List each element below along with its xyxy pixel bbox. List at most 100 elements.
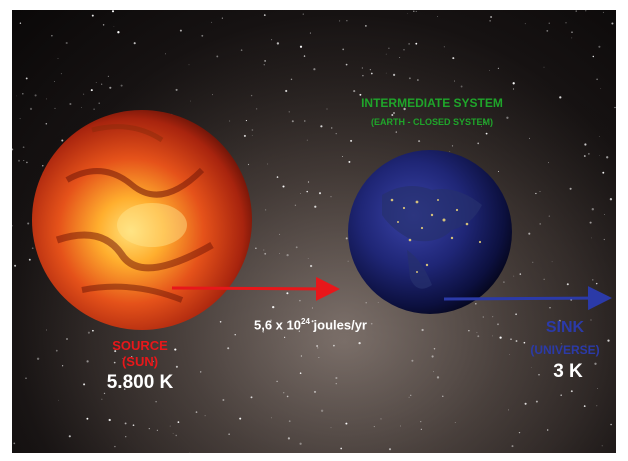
- star: [221, 17, 223, 19]
- star: [570, 390, 573, 393]
- star: [160, 343, 162, 345]
- star: [418, 140, 421, 143]
- star: [515, 340, 518, 342]
- star: [385, 72, 387, 74]
- star: [591, 208, 594, 211]
- star: [87, 331, 90, 334]
- star: [546, 30, 549, 32]
- star: [538, 374, 540, 376]
- star: [22, 146, 25, 149]
- star: [497, 67, 500, 70]
- star: [410, 394, 412, 396]
- star: [45, 123, 48, 125]
- star: [283, 392, 285, 394]
- star: [179, 29, 182, 32]
- star: [318, 357, 320, 358]
- star: [498, 171, 499, 172]
- star: [597, 388, 598, 389]
- star: [300, 193, 302, 195]
- star: [286, 253, 289, 257]
- star: [27, 222, 30, 225]
- star: [492, 316, 494, 318]
- star: [365, 25, 367, 27]
- star: [311, 320, 314, 323]
- star: [369, 69, 371, 71]
- star: [515, 313, 517, 316]
- star: [306, 139, 308, 141]
- sink-temperature: 3 K: [553, 361, 583, 382]
- star: [263, 64, 265, 66]
- star: [512, 82, 515, 85]
- star: [595, 282, 598, 285]
- star: [335, 383, 337, 385]
- star: [575, 10, 577, 12]
- star: [263, 14, 266, 16]
- star: [611, 22, 614, 25]
- star: [313, 390, 317, 393]
- star: [57, 58, 59, 59]
- energy-flow-arrow-in: [171, 276, 340, 301]
- star: [365, 302, 367, 304]
- star: [320, 125, 323, 128]
- star: [510, 338, 512, 340]
- star: [559, 96, 562, 99]
- star: [69, 102, 72, 106]
- star: [195, 411, 198, 413]
- star: [177, 421, 180, 423]
- star: [288, 420, 291, 423]
- star: [172, 433, 174, 435]
- star: [590, 319, 592, 321]
- star: [353, 90, 356, 93]
- star: [282, 185, 285, 188]
- star: [66, 338, 68, 340]
- star: [380, 418, 382, 420]
- star: [406, 13, 408, 14]
- star: [454, 80, 456, 82]
- star: [270, 417, 272, 419]
- star: [606, 156, 609, 159]
- star: [18, 159, 20, 162]
- star: [124, 422, 127, 425]
- star: [400, 425, 401, 427]
- star: [558, 319, 561, 322]
- star: [95, 82, 97, 83]
- star: [340, 447, 343, 450]
- star: [539, 223, 542, 225]
- star: [596, 78, 598, 81]
- star: [549, 307, 551, 309]
- earth-planet: [348, 150, 512, 314]
- star: [559, 364, 560, 366]
- star: [443, 46, 445, 48]
- intermediate-system-title: INTERMEDIATE SYSTEM: [361, 96, 503, 110]
- star: [370, 72, 373, 75]
- star: [189, 452, 191, 453]
- star: [477, 335, 480, 338]
- star: [54, 107, 56, 109]
- star: [290, 78, 293, 81]
- star: [431, 355, 434, 358]
- energy-flow-label: 5,6 x 1024 joules/yr: [254, 317, 367, 332]
- star: [13, 442, 16, 445]
- star: [86, 417, 89, 420]
- star: [548, 215, 550, 217]
- star: [614, 106, 616, 109]
- star: [506, 116, 509, 119]
- star: [560, 343, 562, 345]
- star: [589, 221, 592, 224]
- star: [251, 135, 253, 136]
- star: [98, 102, 100, 105]
- source-title: SOURCE: [112, 338, 168, 353]
- star: [204, 415, 206, 417]
- star: [228, 433, 230, 435]
- star: [437, 16, 438, 17]
- star: [485, 132, 488, 135]
- star: [585, 344, 587, 346]
- sun-planet: [32, 110, 252, 330]
- star: [201, 34, 204, 37]
- star: [302, 13, 304, 15]
- star: [133, 42, 136, 45]
- star: [46, 329, 48, 331]
- star: [36, 357, 40, 360]
- star: [190, 100, 191, 102]
- star: [123, 388, 126, 390]
